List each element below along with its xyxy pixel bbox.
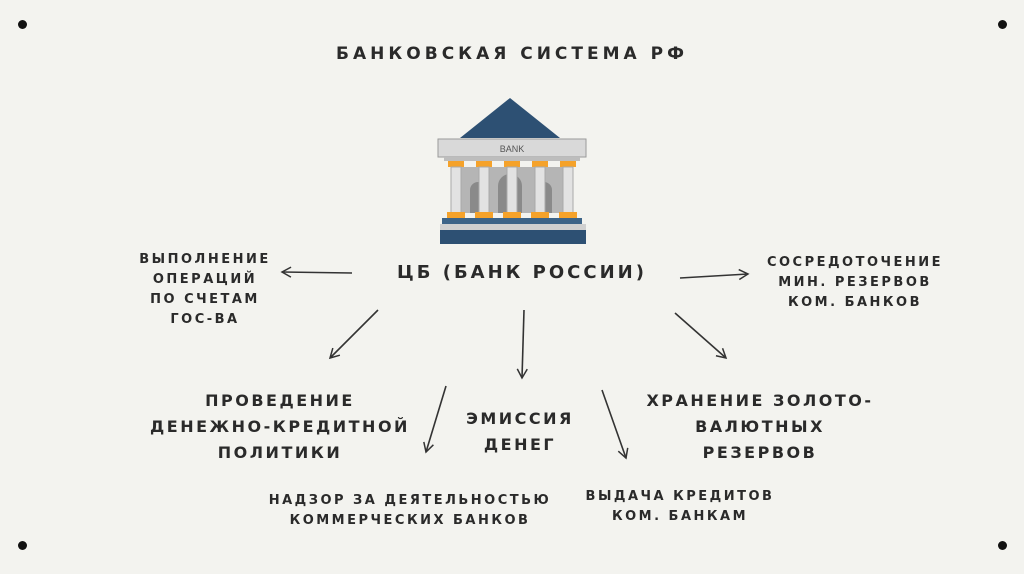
node-money-emission: ЭМИССИЯ ДЕНЕГ xyxy=(466,409,574,454)
corner-dot-bottom-left xyxy=(18,541,27,550)
column-bases xyxy=(447,212,577,218)
arrow-to-emission xyxy=(516,309,528,380)
bank-sign-text: BANK xyxy=(500,144,525,154)
bank-roof xyxy=(460,98,560,138)
node-credits-to-banks: ВЫДАЧА КРЕДИТОВ КОМ. БАНКАМ xyxy=(585,489,775,524)
bank-base xyxy=(440,230,586,244)
node-gold-fx-reserves: ХРАНЕНИЕ ЗОЛОТО- ВАЛЮТНЫХ РЕЗЕРВОВ xyxy=(646,391,874,462)
node-state-accounts: ВЫПОЛНЕНИЕ ОПЕРАЦИЙ ПО СЧЕТАМ ГОС-ВА xyxy=(139,252,271,327)
node-monetary-policy: ПРОВЕДЕНИЕ ДЕНЕЖНО-КРЕДИТНОЙ ПОЛИТИКИ xyxy=(150,391,410,462)
bank-frieze xyxy=(444,157,580,161)
corner-dot-top-right xyxy=(998,20,1007,29)
arrow-to-gold-reserves xyxy=(674,312,728,360)
arrow-to-supervision xyxy=(423,385,447,454)
node-bank-supervision: НАДЗОР ЗА ДЕЯТЕЛЬНОСТЬЮ КОММЕРЧЕСКИХ БАН… xyxy=(268,493,552,528)
central-node-cb: ЦБ (БАНК РОССИИ) xyxy=(397,262,647,283)
arrow-to-min-reserves xyxy=(679,268,750,281)
arrow-to-monetary-policy xyxy=(328,309,379,360)
bank-step-top xyxy=(442,218,582,224)
corner-dot-bottom-right xyxy=(998,541,1007,550)
bank-step-middle xyxy=(440,224,586,230)
node-min-reserves: СОСРЕДОТОЧЕНИЕ МИН. РЕЗЕРВОВ КОМ. БАНКОВ xyxy=(766,255,944,310)
column-capitals xyxy=(448,161,576,167)
arrow-to-credits xyxy=(601,389,629,460)
corner-dot-top-left xyxy=(18,20,27,29)
bank-building-icon: BANK xyxy=(437,98,587,244)
arrow-to-state-accounts xyxy=(280,266,353,278)
diagram-title: БАНКОВСКАЯ СИСТЕМА РФ xyxy=(336,44,688,64)
